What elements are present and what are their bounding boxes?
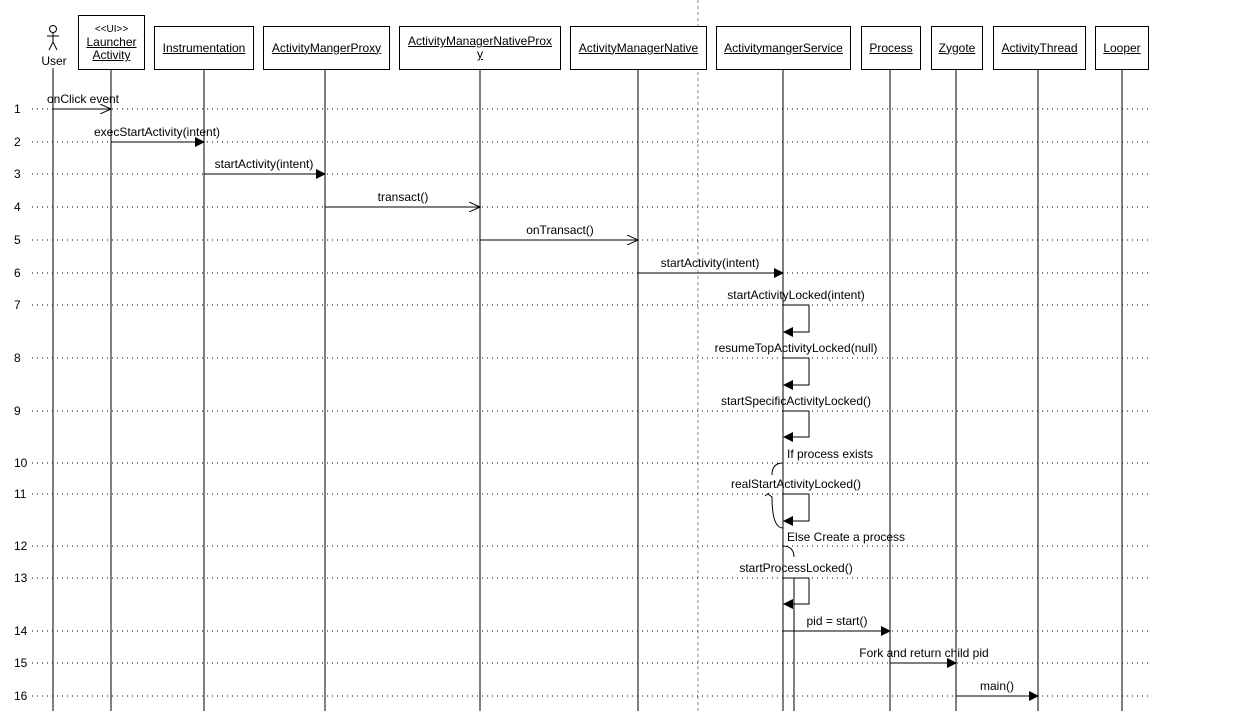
message-label: Fork and return child pid [859, 646, 989, 660]
message-label: startProcessLocked() [739, 561, 853, 575]
message-label: startSpecificActivityLocked() [720, 394, 872, 408]
row-number: 8 [14, 351, 21, 365]
message-label: onClick event [46, 92, 120, 106]
object-activity-manager-native[interactable]: ActivityManagerNative [570, 26, 707, 70]
user-actor-icon [47, 25, 59, 51]
object-name: ActivitymangerService [724, 40, 843, 55]
message-label: transact() [377, 190, 429, 204]
object-looper[interactable]: Looper [1095, 26, 1149, 70]
message-label: startActivity(intent) [214, 157, 314, 171]
row-number: 11 [14, 487, 27, 501]
object-activity-manager-native-proxy[interactable]: ActivityManagerNativeProx y [399, 26, 561, 70]
object-activity-manger-proxy[interactable]: ActivityMangerProxy [263, 26, 390, 70]
message-label: resumeTopActivityLocked(null) [714, 341, 878, 355]
message-label: startActivityLocked(intent) [727, 288, 865, 302]
object-zygote[interactable]: Zygote [931, 26, 983, 70]
row-number: 14 [14, 624, 28, 638]
row-number: 15 [14, 656, 28, 670]
condition-brackets [764, 462, 795, 558]
message-arrows [53, 109, 1039, 701]
object-activity-manger-service[interactable]: ActivitymangerService [716, 26, 851, 70]
row-number: 2 [14, 135, 21, 149]
message-label: main() [979, 679, 1015, 693]
message-label: realStartActivityLocked() [730, 477, 862, 491]
object-name: ActivityManagerNative [578, 40, 699, 55]
object-instrumentation[interactable]: Instrumentation [154, 26, 254, 70]
message-label: startActivity(intent) [660, 256, 760, 270]
row-number: 9 [14, 404, 21, 418]
row-number: 16 [14, 689, 28, 703]
row-guides [32, 108, 1150, 697]
condition-else-label: Else Create a process [787, 530, 906, 544]
stereotype-label: <<UI>> [94, 24, 129, 35]
message-label: pid = start() [806, 614, 868, 628]
object-name: Zygote [938, 40, 976, 55]
row-number: 12 [14, 539, 28, 553]
row-number: 1 [14, 102, 21, 116]
object-name: ActivityThread [1001, 40, 1078, 55]
row-number: 3 [14, 167, 21, 181]
object-name-line2: y [477, 47, 483, 61]
condition-if-label: If process exists [787, 447, 874, 461]
row-number: 10 [14, 456, 28, 470]
object-name: ActivityMangerProxy [271, 40, 382, 55]
row-number: 5 [14, 233, 21, 247]
object-name: Instrumentation [162, 40, 246, 55]
object-name: Looper [1103, 40, 1141, 55]
lifelines [52, 68, 1123, 711]
row-number: 4 [14, 200, 21, 214]
row-number: 13 [14, 571, 28, 585]
row-number: 6 [14, 266, 21, 280]
object-activity-thread[interactable]: ActivityThread [993, 26, 1086, 70]
object-name-line2: Activity [92, 48, 131, 62]
row-number: 7 [14, 298, 21, 312]
message-label: onTransact() [526, 223, 594, 237]
actor-user-label: User [41, 54, 67, 68]
object-process[interactable]: Process [861, 26, 921, 70]
object-name: Process [869, 40, 913, 55]
object-name: ActivityManagerNativeProx [407, 34, 553, 48]
object-name: Launcher [86, 35, 137, 49]
message-label: execStartActivity(intent) [93, 125, 221, 139]
object-launcher-activity[interactable]: <<UI>> Launcher Activity [78, 15, 145, 70]
